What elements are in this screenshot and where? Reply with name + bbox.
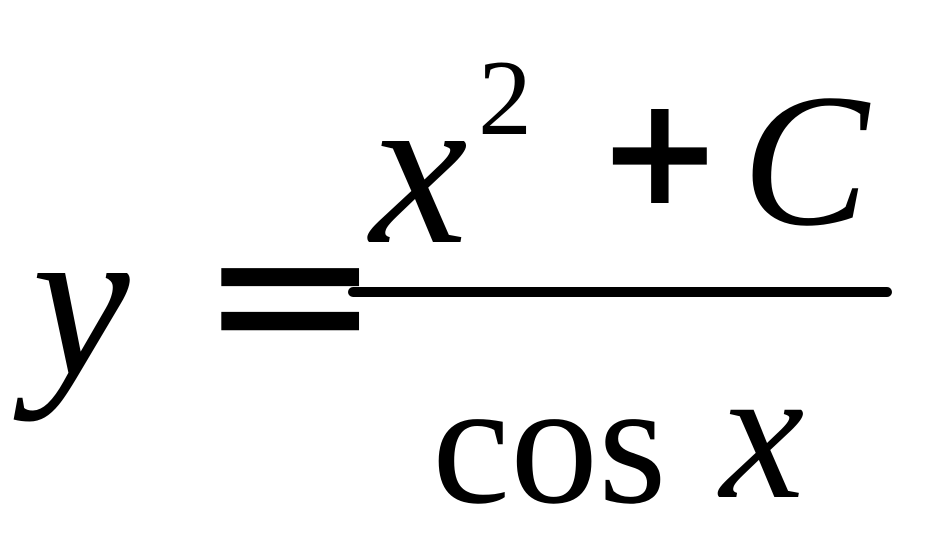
numerator-constant-c: C (742, 56, 869, 266)
lhs-y: y (32, 178, 130, 422)
denominator-cos: cos (432, 346, 667, 534)
numerator-x: x (370, 46, 468, 290)
fraction-bar (348, 287, 892, 297)
numerator-exponent: 2 (478, 39, 532, 158)
denominator-x: x (720, 329, 805, 534)
numerator-plus: + (597, 65, 723, 239)
